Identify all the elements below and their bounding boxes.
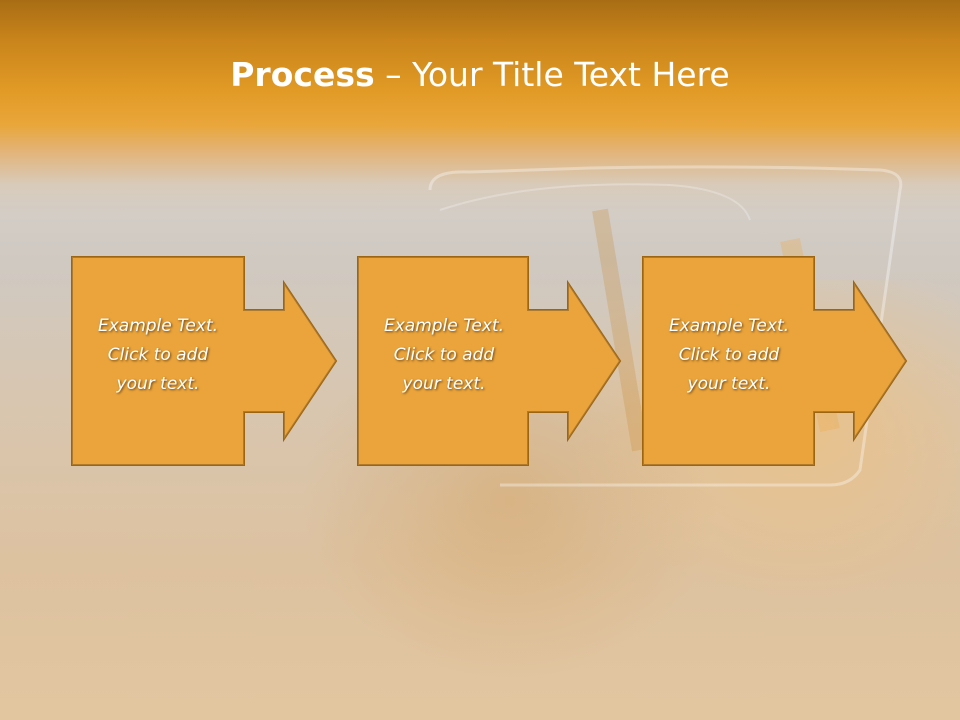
step-text[interactable]: Example Text. Click to add your text.: [668, 316, 790, 394]
title-bold-part: Process: [230, 55, 375, 94]
process-step-2[interactable]: Example Text. Click to add your text.: [357, 256, 697, 466]
arrow-box-reflection: [358, 257, 620, 465]
arrow-box-shape: [642, 256, 908, 466]
process-step-1[interactable]: Example Text. Click to add your text.: [71, 256, 411, 466]
step-text[interactable]: Example Text. Click to add your text.: [383, 316, 505, 394]
process-step-3[interactable]: Example Text. Click to add your text.: [642, 256, 960, 466]
step-text[interactable]: Example Text. Click to add your text.: [97, 316, 219, 394]
arrow-box-shape: [357, 256, 622, 466]
arrow-box-shape: [71, 256, 338, 466]
title-rest-part: – Your Title Text Here: [374, 55, 730, 94]
arrow-box-reflection: [72, 257, 336, 465]
slide-title[interactable]: Process – Your Title Text Here: [0, 52, 960, 98]
arrow-box-reflection: [643, 257, 906, 465]
